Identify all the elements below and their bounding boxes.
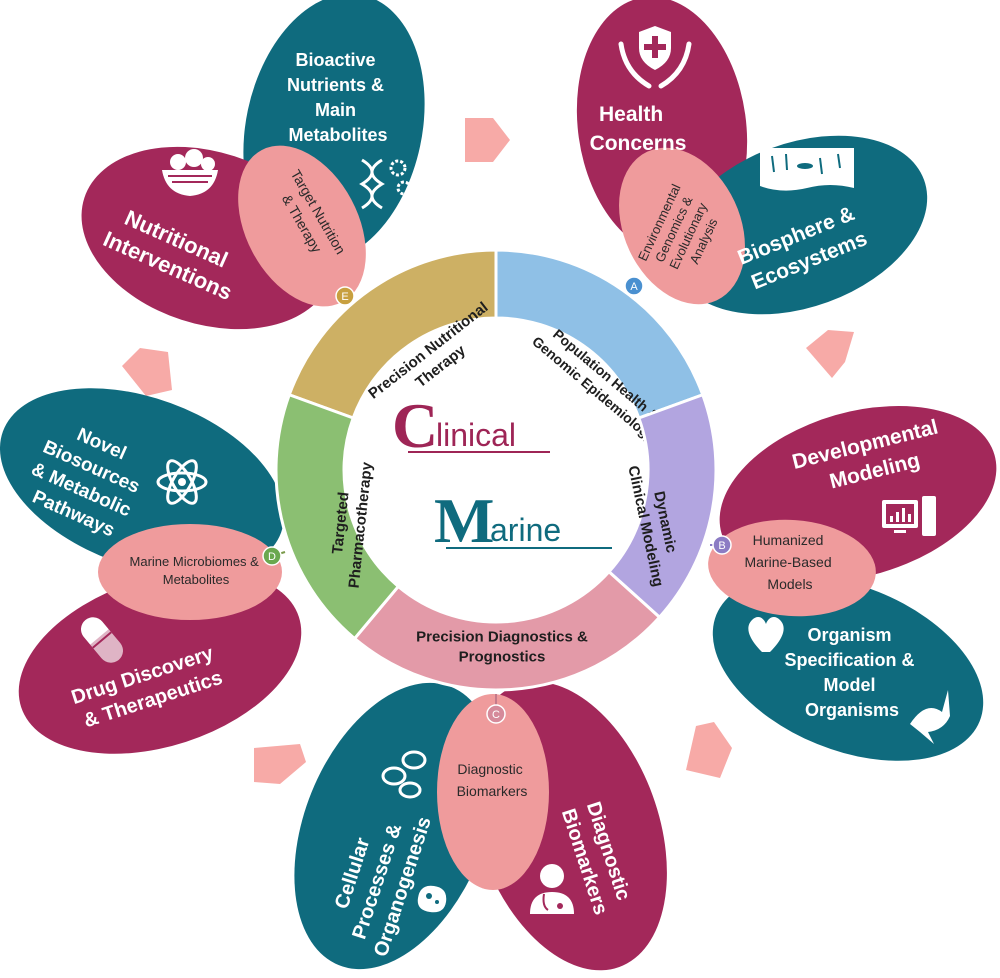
petal-d-outer-bottom (18, 570, 302, 754)
petal-group-d: Novel Biosources & Metabolic Pathways Ma… (0, 388, 302, 754)
petal-e-inner (238, 145, 366, 307)
heart-icon (748, 617, 784, 652)
badge-c: C (486, 704, 506, 724)
petal-a-outer-top-label: Health Concerns (590, 103, 687, 155)
clinical-wordmark: C linical (392, 390, 550, 461)
ring-segment-precision-diagnostics (352, 569, 662, 692)
cell-icon (417, 885, 447, 913)
badge-d: D (262, 546, 282, 566)
petal-d-inner (98, 524, 282, 620)
clinical-initial: C (392, 390, 438, 461)
shark-icon (910, 690, 950, 744)
computer-chart-icon (882, 496, 936, 536)
petal-group-c: Cellular Processes & Organogenesis Diagn… (294, 681, 667, 971)
petal-b-inner-label: Humanized Marine-Based Models (744, 532, 835, 592)
petal-e-outer-top-label: Bioactive Nutrients & Main Metabolites (287, 50, 389, 145)
hands-health-icon (618, 26, 692, 89)
cycle-arrow-left (122, 348, 172, 396)
ring-segment-precision-diagnostics-label: Precision Diagnostics &Prognostics (416, 628, 588, 665)
ring-segment-targeted-pharmacotherapy (274, 392, 401, 641)
petal-group-b: Developmental Modeling Humanized Marine-… (708, 405, 997, 761)
badge-e: E (335, 286, 355, 306)
gears-icon (389, 159, 412, 196)
svg-text:D: D (268, 551, 276, 563)
petal-b-outer-bottom-label: Organism Specification & Model Organisms (784, 625, 919, 720)
badge-b: B (712, 535, 732, 555)
doctor-icon (530, 864, 574, 914)
marine-initial: M (434, 485, 494, 556)
clinical-rest: linical (436, 417, 516, 453)
marine-rest: arine (490, 512, 561, 548)
food-bowl-icon (162, 149, 218, 196)
petal-group-e: Bioactive Nutrients & Main Metabolites N… (81, 0, 425, 330)
petal-d-inner-label: Marine Microbiomes & Metabolites (130, 554, 263, 587)
marine-wordmark: M arine (434, 485, 612, 556)
capsule-icon (81, 617, 128, 668)
petal-group-a: Health Concerns Biosphere & Ecosystems E… (576, 0, 928, 315)
petal-c-inner-label: Diagnostic Biomarkers (457, 761, 528, 799)
cycle-arrow-top (465, 118, 510, 162)
svg-text:E: E (341, 291, 348, 303)
petal-b-inner (708, 519, 876, 617)
svg-text:A: A (630, 281, 638, 293)
ocean-ecosystem-icon (760, 148, 854, 191)
petal-c-inner (437, 694, 549, 890)
cycle-arrow-bottom-left (254, 744, 306, 784)
cycle-arrow-right (806, 330, 854, 378)
center-wordmark: C linical M arine (392, 390, 612, 556)
petal-a-inner (619, 147, 745, 305)
svg-text:C: C (492, 709, 500, 721)
badges: A B C D E (262, 276, 732, 724)
cells-icon (381, 750, 427, 799)
atom-icon (156, 459, 208, 505)
cycle-arrows (122, 118, 854, 784)
cycle-arrow-bottom-right (686, 722, 732, 778)
badge-a: A (624, 276, 644, 296)
svg-text:B: B (718, 540, 725, 552)
dna-icon (359, 158, 385, 210)
